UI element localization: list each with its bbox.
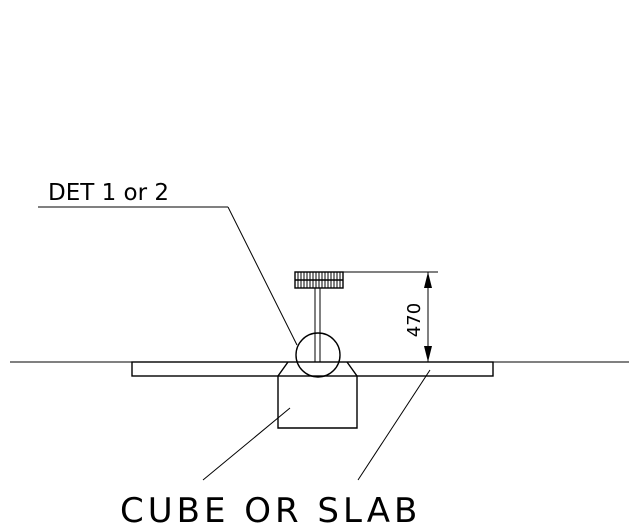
stem-rod (314, 288, 321, 362)
dimension-value: 470 (404, 303, 425, 337)
height-dimension (343, 271, 438, 362)
base-label-leaders (202, 369, 431, 481)
knurled-cap (294, 271, 344, 289)
detail-callout-label: DET 1 or 2 (48, 180, 169, 206)
cube-block (277, 361, 358, 429)
slab-plate (131, 361, 494, 377)
base-label: CUBE OR SLAB (120, 491, 421, 531)
detail-callout-leader (38, 206, 298, 346)
detail-circle (295, 332, 341, 378)
